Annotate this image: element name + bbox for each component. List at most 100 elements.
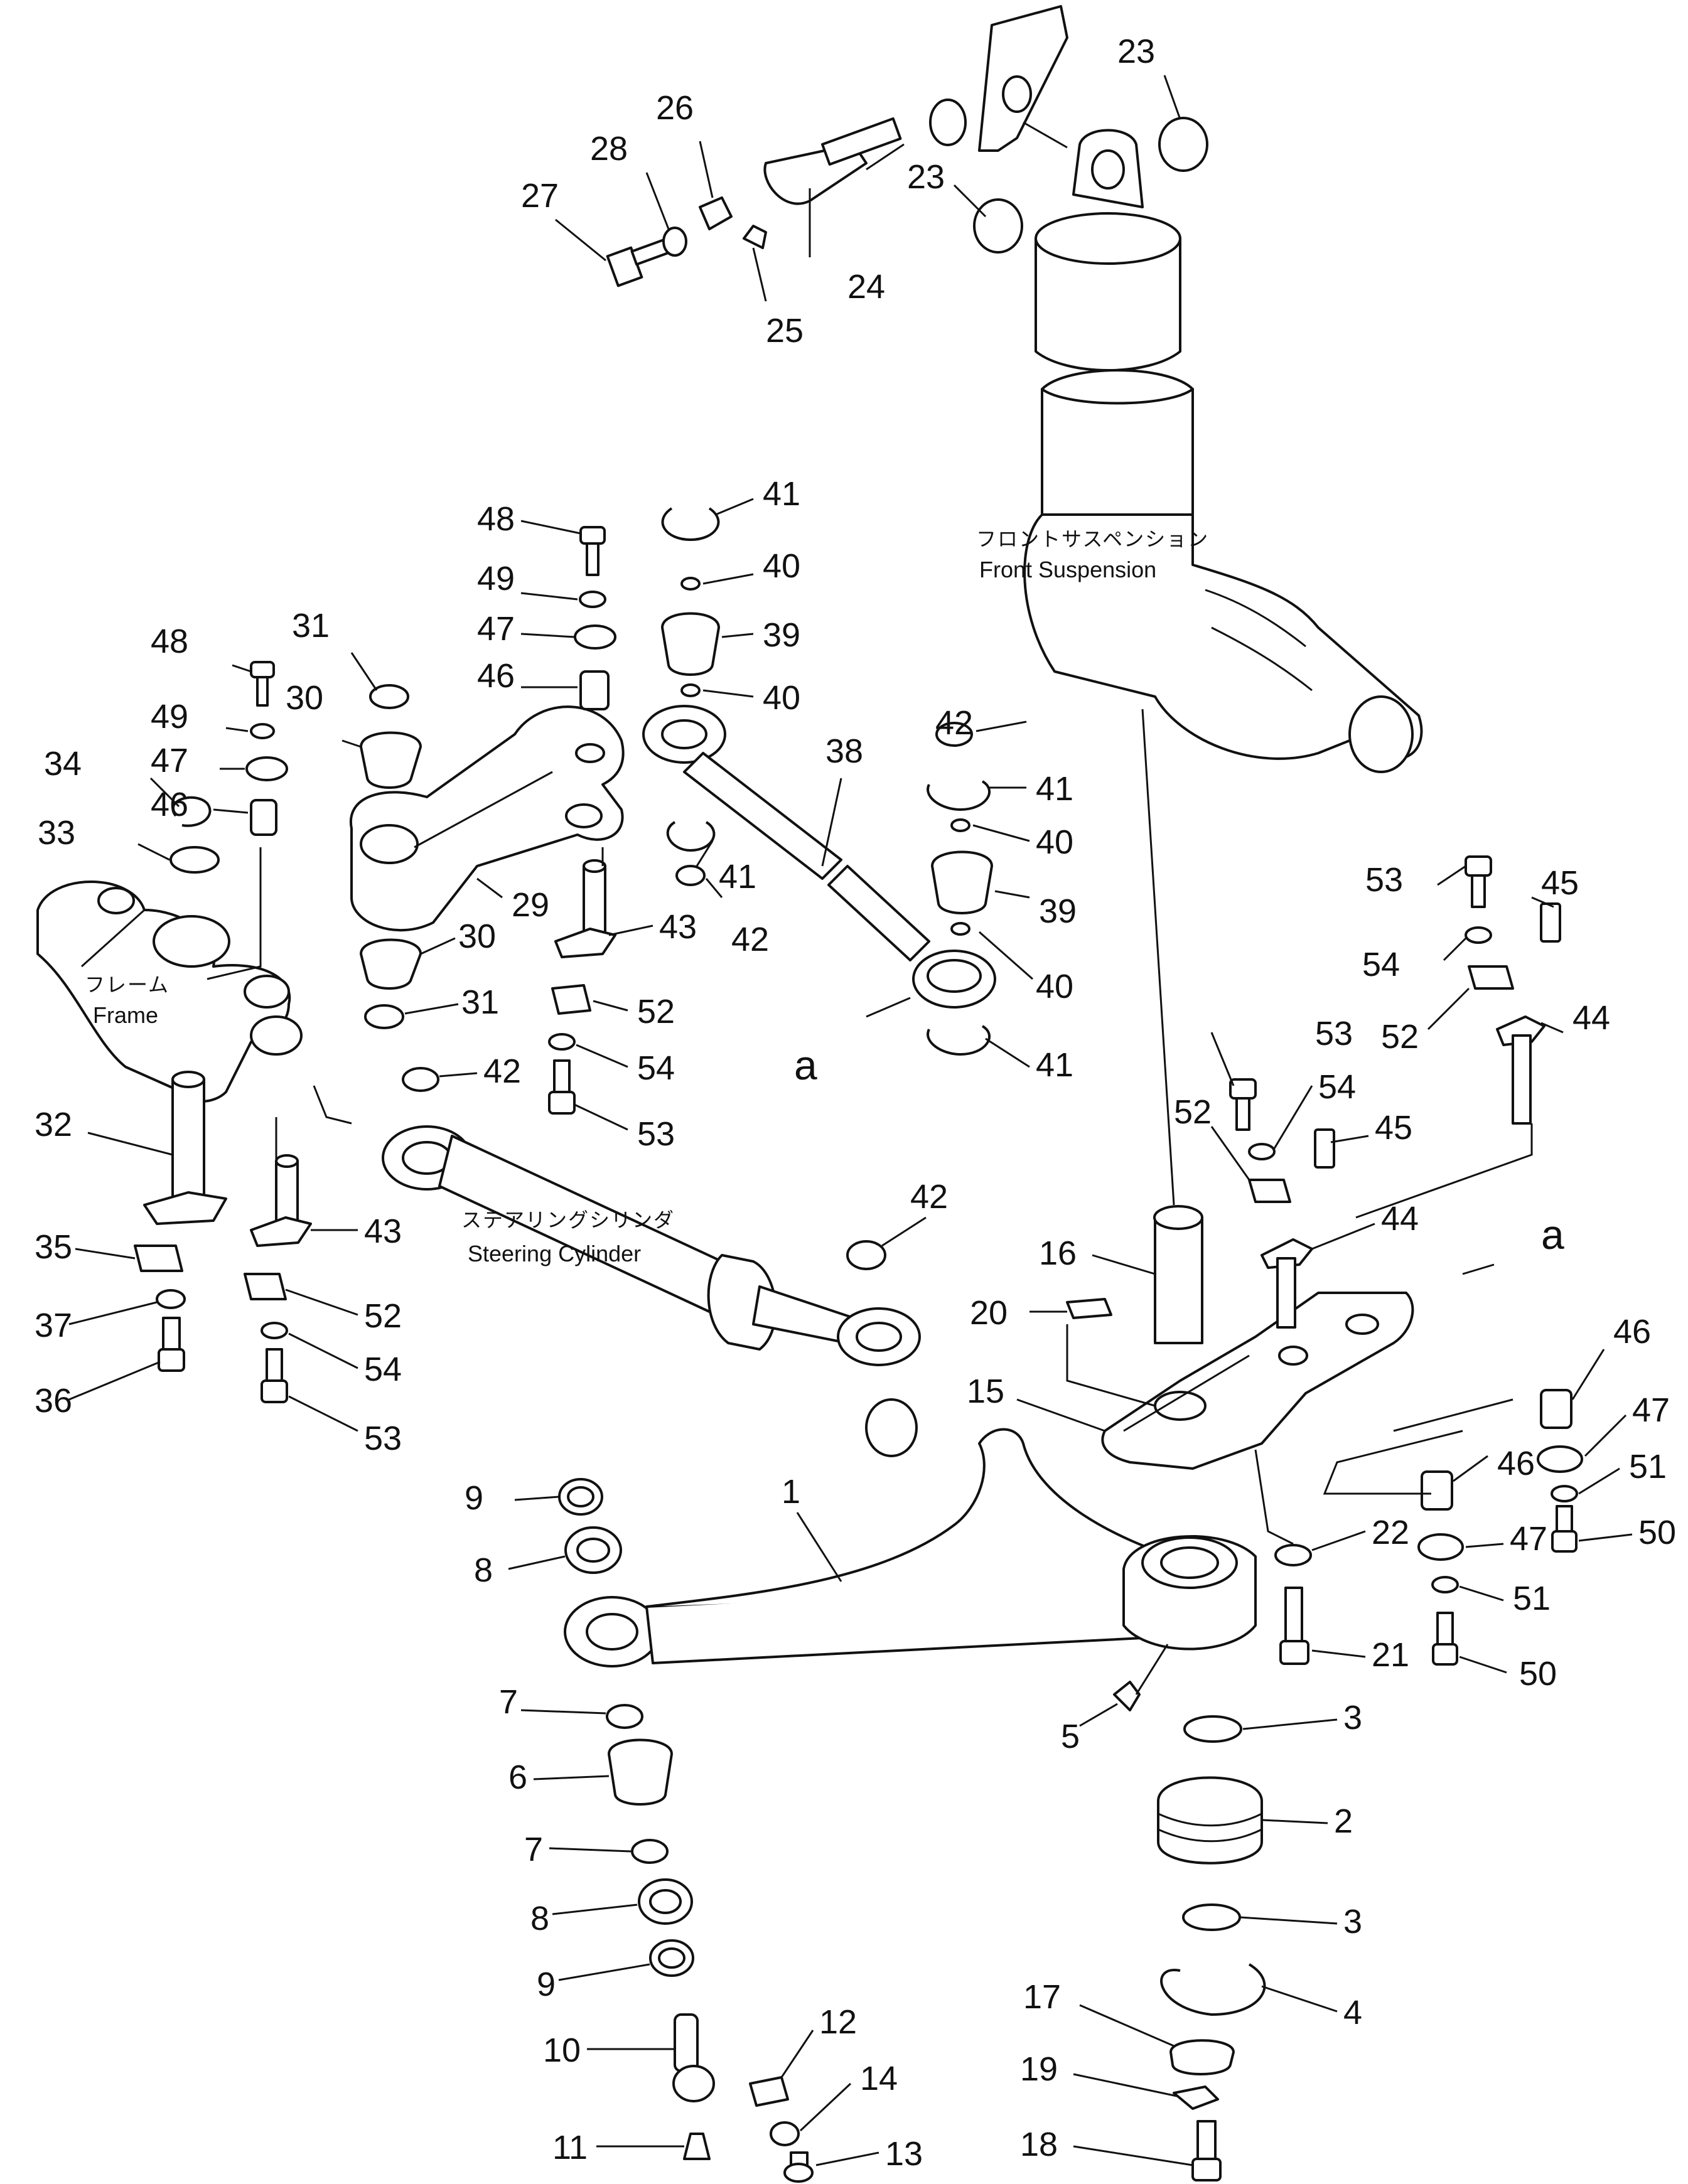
callout-number: 13 bbox=[885, 2135, 923, 2173]
callout-number: 1 bbox=[782, 1473, 800, 1511]
callout-number: 46 bbox=[477, 657, 515, 695]
callout-number: 41 bbox=[1036, 770, 1073, 808]
callout-number: 7 bbox=[524, 1831, 543, 1868]
callout-number: 23 bbox=[907, 158, 945, 196]
callout-number: 47 bbox=[477, 610, 515, 648]
callout-number: 45 bbox=[1541, 864, 1579, 902]
callout-number: 36 bbox=[35, 1382, 72, 1420]
small-parts bbox=[134, 507, 1583, 2183]
callout-number: 46 bbox=[1497, 1445, 1535, 1482]
callout-number: 52 bbox=[1174, 1093, 1212, 1131]
callout-number: 16 bbox=[1039, 1234, 1077, 1272]
callout-number: 6 bbox=[508, 1758, 527, 1796]
callout-number: 39 bbox=[763, 616, 800, 654]
callout-number: 10 bbox=[543, 2031, 581, 2069]
callout-number: 11 bbox=[552, 2129, 588, 2166]
callout-number: 25 bbox=[766, 312, 804, 350]
callout-number: 40 bbox=[763, 547, 800, 585]
callout-number: 47 bbox=[151, 742, 188, 779]
callout-number: 30 bbox=[458, 918, 496, 955]
callout-number: 15 bbox=[967, 1373, 1004, 1410]
callout-number: 8 bbox=[530, 1900, 549, 1937]
callout-number: 53 bbox=[637, 1115, 675, 1153]
callout-number: 46 bbox=[1613, 1313, 1651, 1351]
upper-arm bbox=[564, 1398, 1257, 1667]
callout-number: 47 bbox=[1510, 1520, 1547, 1558]
frame-assembly bbox=[36, 881, 921, 1366]
bell-crank bbox=[349, 705, 625, 932]
callout-number: 53 bbox=[364, 1420, 402, 1457]
callout-number: 48 bbox=[151, 623, 188, 660]
callout-number: 28 bbox=[590, 130, 628, 168]
callout-number: 48 bbox=[477, 500, 515, 538]
callout-number: 44 bbox=[1381, 1200, 1419, 1238]
callout-number: 19 bbox=[1020, 2050, 1058, 2088]
front-suspension-assembly bbox=[606, 5, 1423, 773]
callout-number: 50 bbox=[1638, 1514, 1676, 1551]
front-suspension-label-jp: フロントサスペンション bbox=[976, 527, 1209, 551]
callout-number: 21 bbox=[1372, 1636, 1409, 1674]
ref-a-left: a bbox=[794, 1042, 817, 1088]
callout-number: 26 bbox=[656, 89, 694, 127]
callout-number: 54 bbox=[1362, 946, 1400, 983]
callout-number: 38 bbox=[825, 732, 863, 770]
callout-number: 20 bbox=[970, 1294, 1008, 1332]
callout-number: 23 bbox=[1117, 33, 1155, 70]
callout-number: 29 bbox=[512, 886, 549, 924]
callout-number: 7 bbox=[499, 1683, 518, 1721]
callout-number: 32 bbox=[35, 1106, 72, 1143]
callout-number: 52 bbox=[637, 993, 675, 1030]
callout-number: 41 bbox=[1036, 1046, 1073, 1084]
tie-rod bbox=[642, 705, 996, 1009]
callout-number: 53 bbox=[1365, 861, 1403, 899]
callout-number: 30 bbox=[286, 679, 323, 717]
callout-number: 51 bbox=[1629, 1448, 1667, 1485]
callout-number: 5 bbox=[1061, 1718, 1080, 1755]
front-suspension-label-en: Front Suspension bbox=[979, 557, 1156, 582]
callout-number: 52 bbox=[364, 1297, 402, 1335]
callout-number: 27 bbox=[521, 177, 559, 215]
callout-number: 42 bbox=[935, 704, 973, 742]
text-labels: フロントサスペンション Front Suspension フレーム Frame … bbox=[85, 527, 1564, 1266]
callout-number: 50 bbox=[1519, 1655, 1557, 1693]
callout-number: 43 bbox=[659, 908, 697, 946]
callout-number: 4 bbox=[1343, 1994, 1362, 2031]
callout-number: 42 bbox=[910, 1178, 948, 1216]
frame-label-jp: フレーム bbox=[85, 973, 169, 997]
callout-number: 37 bbox=[35, 1307, 72, 1344]
callout-number: 14 bbox=[860, 2060, 898, 2097]
callout-number: 40 bbox=[1036, 823, 1073, 861]
callout-number: 42 bbox=[731, 921, 769, 958]
callout-number: 24 bbox=[847, 268, 885, 306]
callout-number: 12 bbox=[819, 2003, 857, 2041]
callout-number: 9 bbox=[537, 1966, 556, 2003]
steering-cylinder-label-jp: ステアリングシリンダ bbox=[461, 1208, 675, 1232]
callout-number: 49 bbox=[477, 560, 515, 597]
callout-number: 17 bbox=[1023, 1978, 1061, 2016]
callout-number: 2 bbox=[1334, 1802, 1353, 1840]
callout-number: 54 bbox=[1318, 1068, 1356, 1106]
callout-number: 54 bbox=[364, 1351, 402, 1388]
callout-number: 44 bbox=[1572, 999, 1610, 1037]
bracket bbox=[1101, 1292, 1414, 1470]
callout-number: 3 bbox=[1343, 1699, 1362, 1737]
callout-number: 22 bbox=[1372, 1514, 1409, 1551]
callout-number: 34 bbox=[44, 745, 82, 783]
callout-number: 51 bbox=[1513, 1580, 1551, 1617]
callout-number: 40 bbox=[1036, 968, 1073, 1005]
callout-number: 43 bbox=[364, 1212, 402, 1250]
callout-number: 49 bbox=[151, 698, 188, 736]
callout-number: 45 bbox=[1375, 1109, 1412, 1147]
ref-a-right: a bbox=[1541, 1211, 1564, 1258]
callout-number: 9 bbox=[465, 1479, 483, 1517]
callout-number: 33 bbox=[38, 814, 75, 852]
steering-cylinder-label-en: Steering Cylinder bbox=[468, 1241, 641, 1266]
callout-number: 53 bbox=[1315, 1015, 1353, 1052]
callout-number: 31 bbox=[292, 607, 330, 645]
callout-number: 18 bbox=[1020, 2126, 1058, 2163]
callout-number: 40 bbox=[763, 679, 800, 717]
callout-number: 35 bbox=[35, 1228, 72, 1266]
callout-number: 46 bbox=[151, 786, 188, 823]
callout-number: 52 bbox=[1381, 1018, 1419, 1056]
